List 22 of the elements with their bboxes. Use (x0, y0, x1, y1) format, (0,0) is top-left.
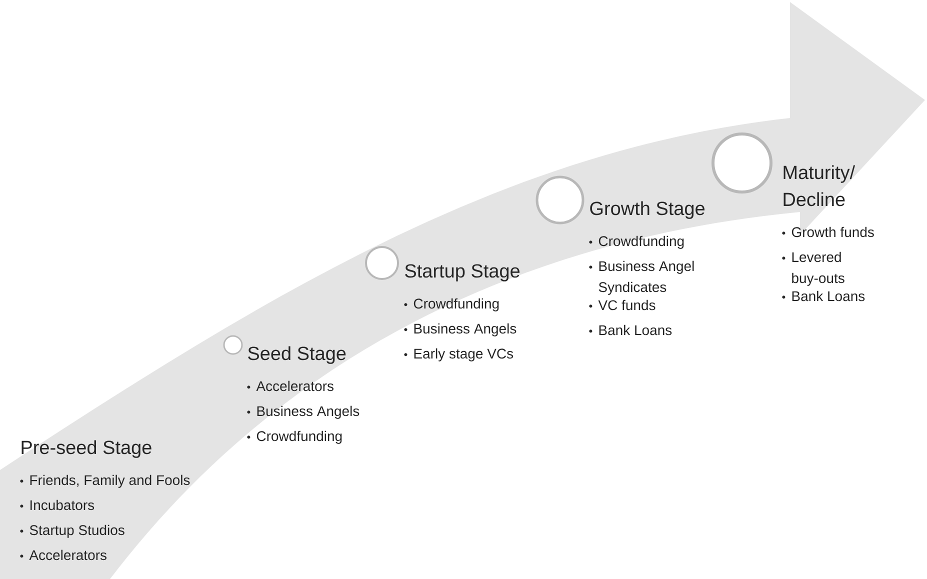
bullet-item: Business Angels (404, 323, 516, 336)
stage-heading: Growth Stage (590, 201, 704, 219)
bullet-item: Business Angel Syndicates (589, 260, 694, 295)
stage-heading: Pre-seed Stage (22, 440, 152, 458)
stage-heading: Maturity/ Decline (784, 165, 856, 206)
bullet-item: Bank Loans (589, 324, 672, 336)
bullet-item: Crowdfunding (589, 236, 684, 249)
bullet-item: Levered buy-outs (782, 252, 844, 286)
bullet-item: Accelerators (20, 550, 106, 560)
bullet-item: Accelerators (247, 380, 334, 392)
bullet-item: Friends, Family and Fools (20, 474, 190, 488)
bullet-item: Growth funds (782, 226, 874, 238)
bullet-item: Crowdfunding (404, 298, 499, 312)
bullet-item: Bank Loans (782, 290, 865, 302)
bullet-item: Startup Studios (20, 524, 124, 538)
stage-heading: Seed Stage (248, 346, 346, 364)
bullet-item: Business Angels (247, 406, 360, 419)
bullet-item: Crowdfunding (247, 430, 342, 444)
bullet-item: Early stage VCs (404, 348, 514, 362)
bullet-item: Incubators (20, 500, 94, 510)
stage-heading: Startup Stage (405, 264, 520, 282)
bullet-item: VC funds (589, 300, 656, 310)
